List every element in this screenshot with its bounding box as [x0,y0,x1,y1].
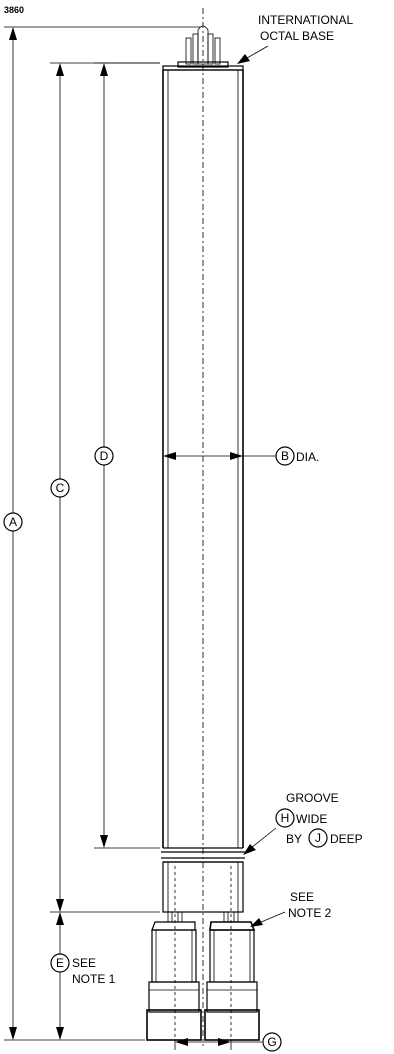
wide-label: WIDE [296,812,327,826]
tube-body [162,69,244,848]
by-label: BY [286,832,302,846]
lower-base [162,861,244,1040]
base-label-line2: OCTAL BASE [260,29,334,43]
dimension-letter-e: E [56,956,64,970]
octal-base-callout: INTERNATIONAL OCTAL BASE [237,13,353,64]
base-label-line1: INTERNATIONAL [258,13,353,27]
dimension-a: A [3,27,23,1040]
dimension-letter-g: G [267,1035,276,1049]
dimension-b: B DIA. [163,446,319,466]
see-note2-line1: SEE [290,890,314,904]
note2-callout: SEE NOTE 2 [250,890,332,927]
left-connector [146,911,202,1041]
dia-label: DIA. [296,450,319,464]
dimension-letter-h: H [281,811,290,825]
right-connector [204,911,260,1041]
drawing-ref-number: 3860 [4,5,24,15]
extension-lines [4,26,200,1041]
dimension-letter-d: D [100,449,109,463]
deep-label: DEEP [330,832,363,846]
dimension-letter-c: C [56,481,65,495]
see-note1-line2: NOTE 1 [72,972,116,986]
dimension-letter-b: B [281,449,289,463]
see-note2-line2: NOTE 2 [288,906,332,920]
dimension-d: D [94,63,114,848]
dimension-g: G [174,1032,282,1052]
dimension-letter-j: J [315,831,321,845]
dimension-c: C [50,63,70,912]
groove-label: GROOVE [286,791,339,805]
dimension-letter-a: A [9,515,17,529]
dimension-e: E SEE NOTE 1 [50,912,116,1040]
see-note1-line1: SEE [72,956,96,970]
groove-callout: GROOVE H WIDE BY J DEEP [243,791,363,855]
